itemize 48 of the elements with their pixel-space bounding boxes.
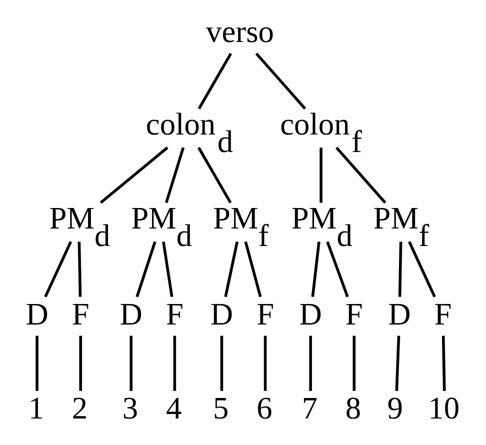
connector — [352, 336, 356, 391]
connector — [197, 52, 232, 110]
node-text: 4 — [165, 390, 182, 426]
node-text: 5 — [212, 390, 228, 426]
node-text: D — [388, 296, 410, 332]
connector — [196, 146, 232, 204]
node-text: 1 — [28, 390, 44, 426]
node-text: 6 — [256, 390, 272, 426]
node-text: F — [165, 296, 183, 332]
node-text: D — [298, 296, 322, 332]
connector — [164, 147, 184, 204]
connector — [263, 336, 266, 391]
connector — [308, 336, 312, 391]
node-text: 8 — [344, 390, 361, 426]
connector — [172, 336, 176, 391]
connector — [319, 148, 322, 203]
connector — [326, 241, 348, 298]
connector — [334, 146, 386, 204]
node-text: F — [344, 296, 362, 332]
node-text: verso — [206, 14, 274, 49]
node-text: 2 — [71, 390, 88, 426]
node-text: F — [71, 296, 89, 332]
connector — [394, 336, 400, 391]
connector — [78, 336, 82, 391]
connector — [310, 242, 320, 297]
connector — [44, 241, 72, 298]
node-text: F — [434, 296, 452, 332]
node-text: D — [25, 296, 48, 332]
connector — [99, 146, 168, 204]
connector — [254, 52, 306, 110]
connector — [135, 241, 156, 298]
connector — [77, 242, 82, 297]
node-text: 7 — [301, 390, 318, 426]
connector — [398, 242, 402, 297]
connector — [220, 336, 223, 391]
node-text: 10 — [428, 390, 460, 426]
node-text: F — [256, 296, 274, 332]
connector — [224, 241, 238, 298]
node-text: 3 — [122, 390, 138, 426]
connector — [35, 336, 38, 391]
node-text: D — [210, 296, 233, 332]
node-text: 9 — [386, 390, 402, 426]
node-text: D — [119, 296, 142, 332]
connector — [407, 241, 436, 298]
connector — [244, 241, 262, 298]
connector — [162, 242, 173, 298]
connector — [129, 336, 132, 391]
connector — [441, 336, 446, 391]
